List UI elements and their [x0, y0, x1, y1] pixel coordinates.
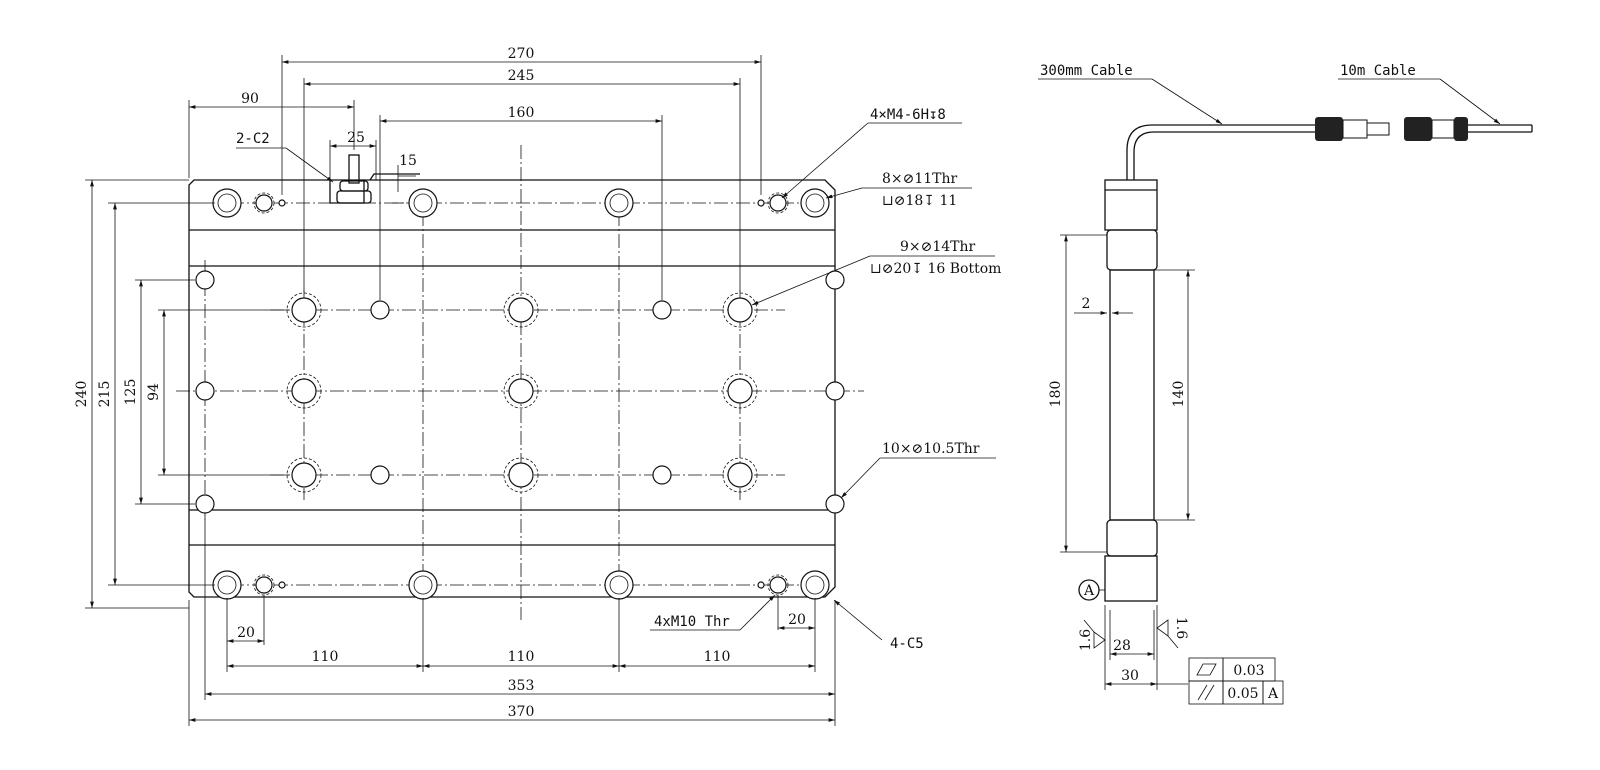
side-body	[1104, 179, 1158, 602]
dim-90: 90	[241, 91, 259, 107]
m4-holes	[278, 199, 765, 589]
callout-holes-14: 9×⊘14Thr	[900, 239, 976, 255]
cable-short-label: 300mm Cable	[1040, 63, 1133, 79]
flatness-icon	[1196, 663, 1217, 676]
bottom-dimensions	[188, 515, 836, 726]
dim-110-a: 110	[312, 649, 339, 665]
dim-30: 30	[1121, 668, 1139, 684]
tolerance-frames	[1188, 657, 1284, 705]
callout-counterbore-20: ⊔⊘20↧ 16 Bottom	[870, 261, 1001, 277]
dim-20-right: 20	[788, 612, 806, 628]
dim-28: 28	[1113, 638, 1131, 654]
callout-holes-11: 8×⊘11Thr	[882, 171, 958, 187]
side-view: 300mm Cable 10m Cable	[1038, 63, 1533, 705]
roughness-left: 1.6	[1078, 629, 1094, 651]
dim-353: 353	[508, 678, 535, 694]
holes-14	[286, 292, 758, 493]
callout-m4: 4×M4-6H↧8	[870, 107, 946, 123]
dim-2: 2	[1082, 296, 1091, 312]
cable-long	[1468, 124, 1533, 133]
left-dimensions	[85, 179, 290, 609]
dim-125: 125	[123, 379, 139, 406]
parallelism-value: 0.05	[1227, 686, 1258, 702]
dim-20-left: 20	[237, 625, 255, 641]
flatness-value: 0.03	[1233, 663, 1264, 679]
roughness-right: 1.6	[1173, 617, 1189, 639]
datum-a-label: A	[1083, 583, 1095, 599]
dim-140: 140	[1171, 381, 1187, 408]
dim-25: 25	[347, 130, 365, 146]
roughness-symbols	[1083, 619, 1179, 649]
callout-counterbore-18: ⊔⊘18↧ 11	[882, 193, 957, 209]
cable-gland	[336, 154, 372, 204]
callout-chamfer-bottom: 4-C5	[890, 636, 924, 652]
holes-11	[212, 188, 830, 600]
dim-245: 245	[508, 68, 535, 84]
m10-holes	[253, 192, 789, 596]
callout-m10: 4xM10 Thr	[654, 614, 730, 630]
cable-connector	[1315, 117, 1468, 141]
parallelism-icon	[1197, 684, 1215, 701]
datum-a	[1078, 579, 1105, 601]
cable-short	[1126, 124, 1315, 180]
callout-chamfer-top: 2-C2	[236, 131, 270, 147]
dim-215: 215	[97, 381, 113, 408]
callout-holes-10-5: 10×⊘10.5Thr	[882, 441, 980, 457]
parallelism-datum: A	[1267, 686, 1279, 702]
dim-240: 240	[74, 381, 90, 408]
holes-10-5	[195, 270, 845, 514]
dim-370: 370	[508, 704, 535, 720]
dim-94: 94	[146, 383, 162, 401]
top-dimensions	[188, 55, 762, 300]
side-dimensions	[1060, 234, 1195, 690]
plate-outline	[188, 179, 836, 598]
dim-110-c: 110	[704, 649, 731, 665]
front-view: 270 245 160 90 25 15 240 215 125 94	[74, 46, 1001, 726]
dim-160: 160	[508, 105, 535, 121]
callout-leaders	[236, 122, 996, 641]
cable-long-label: 10m Cable	[1340, 63, 1416, 79]
dim-110-b: 110	[508, 649, 535, 665]
dim-15: 15	[399, 153, 417, 169]
dim-270: 270	[508, 46, 535, 62]
dim-180: 180	[1048, 381, 1064, 408]
